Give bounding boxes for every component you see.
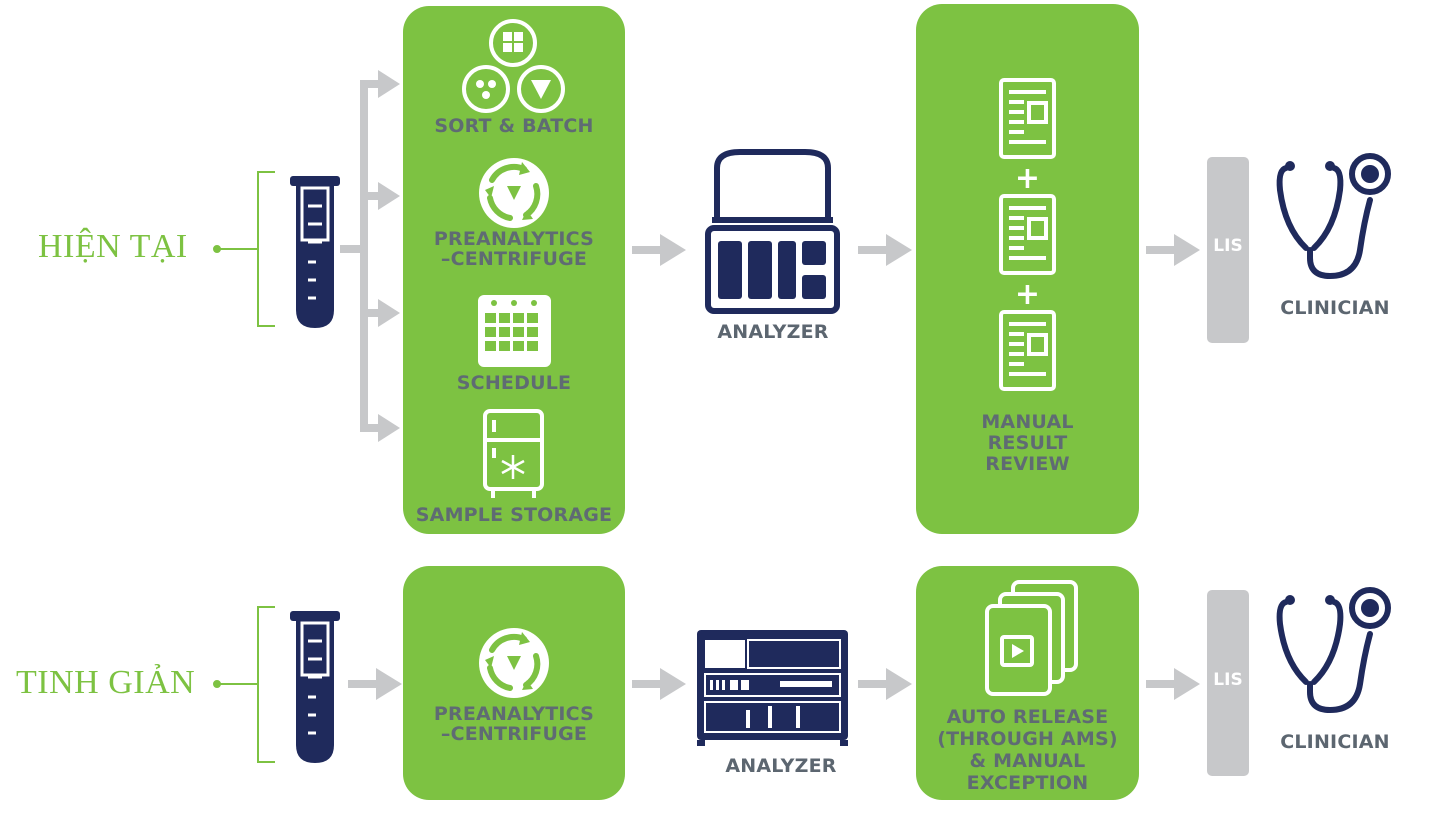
analyzer-icon — [705, 149, 840, 314]
caption-streamlined-preanalytics-line2: –CENTRIFUGE — [440, 723, 588, 745]
caption-streamlined-preanalytics-line1: PREANALYTICS — [433, 703, 595, 725]
sort-batch-icon — [462, 19, 565, 113]
stethoscope-icon — [1276, 587, 1391, 714]
caption-preanalytics-line1: PREANALYTICS — [433, 228, 595, 250]
lis-bar-streamlined — [1207, 590, 1249, 776]
row-label-current: HIỆN TẠI — [38, 228, 188, 265]
caption-release-line4: EXCEPTION — [966, 772, 1089, 794]
plus-sign-2: + — [1014, 277, 1041, 312]
plus-sign-1: + — [1014, 161, 1041, 196]
caption-sort-batch: SORT & BATCH — [434, 115, 594, 137]
caption-clinician-streamlined: CLINICIAN — [1280, 731, 1390, 753]
branch-arrows-current — [340, 70, 400, 442]
document-icon — [999, 310, 1056, 391]
label-connector-current — [213, 171, 275, 327]
preanalytic-steps-panel — [403, 6, 625, 534]
caption-review-line2: RESULT — [987, 432, 1068, 454]
document-icon — [999, 194, 1056, 275]
caption-analyzer-streamlined: ANALYZER — [725, 755, 837, 777]
flow-arrows — [348, 234, 1200, 700]
lis-bar-current — [1207, 157, 1249, 343]
calendar-icon — [478, 295, 551, 367]
caption-review-line1: MANUAL — [981, 411, 1074, 433]
caption-sample-storage: SAMPLE STORAGE — [415, 504, 613, 526]
caption-preanalytics-line2: –CENTRIFUGE — [440, 248, 588, 270]
documents-stack-icon — [985, 580, 1078, 696]
centrifuge-icon — [479, 158, 549, 228]
lis-label-current: LIS — [1213, 236, 1243, 256]
refrigerator-icon — [483, 409, 544, 498]
caption-release-line1: AUTO RELEASE — [946, 706, 1109, 728]
test-tube-icon — [290, 611, 340, 763]
document-icon — [999, 78, 1056, 159]
stethoscope-icon — [1276, 153, 1391, 280]
caption-release-line3: & MANUAL — [969, 750, 1086, 772]
centrifuge-icon — [479, 628, 549, 698]
lis-label-streamlined: LIS — [1213, 670, 1243, 690]
test-tube-icon — [290, 176, 340, 328]
caption-release-line2: (THROUGH AMS) — [937, 728, 1118, 750]
automated-analyzer-icon — [697, 630, 848, 746]
row-label-streamlined: TINH GIẢN — [16, 664, 196, 701]
caption-schedule: SCHEDULE — [456, 372, 572, 394]
label-connector-streamlined — [213, 606, 275, 763]
caption-review-line3: REVIEW — [985, 453, 1070, 475]
caption-analyzer-current: ANALYZER — [717, 321, 829, 343]
caption-clinician-current: CLINICIAN — [1280, 297, 1390, 319]
